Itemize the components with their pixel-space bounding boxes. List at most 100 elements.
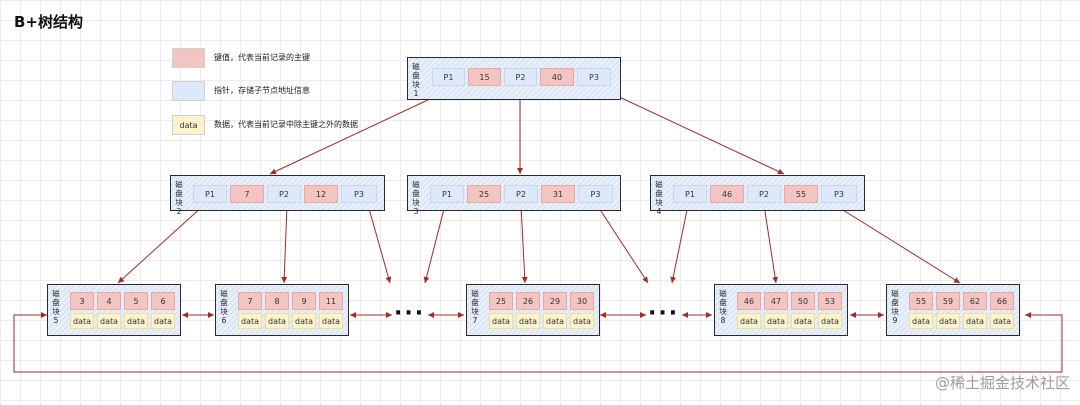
legend-key-text: 键值，代表当前记录的主键	[214, 53, 310, 62]
data-cell: data	[124, 313, 148, 329]
key-cell: 25	[467, 185, 501, 203]
data-cell: data	[292, 313, 316, 329]
key-cell: 29	[543, 292, 567, 310]
data-cell: data	[818, 313, 842, 329]
ellipsis-left: ···	[394, 301, 426, 326]
data-cell: data	[97, 313, 121, 329]
pointer-cell: P3	[577, 68, 611, 86]
key-cell: 8	[265, 292, 289, 310]
key-cell: 5	[124, 292, 148, 310]
key-cell: 62	[963, 292, 987, 310]
legend-pointer-text: 指针，存储子节点地址信息	[214, 86, 310, 95]
key-cell: 59	[936, 292, 960, 310]
key-cell: 40	[540, 68, 574, 86]
key-cell: 46	[710, 185, 744, 203]
pointer-cell: P3	[578, 185, 613, 203]
key-cell: 15	[468, 68, 501, 86]
arrow-b3-p2	[520, 204, 528, 284]
data-cell: data	[238, 313, 262, 329]
arrow-root-p3	[599, 87, 785, 175]
key-cell: 9	[292, 292, 316, 310]
arrow-b4-p2	[763, 204, 779, 284]
key-cell: 26	[516, 292, 540, 310]
key-cell: 47	[764, 292, 788, 310]
key-cell: 46	[737, 292, 761, 310]
pointer-cell: P2	[747, 185, 781, 203]
data-cell: data	[151, 313, 175, 329]
data-cell: data	[319, 313, 343, 329]
key-cell: 7	[230, 185, 264, 203]
key-cell: 3	[70, 292, 94, 310]
arrow-b2-p3	[367, 204, 392, 284]
key-cell: 4	[97, 292, 121, 310]
key-cell: 53	[818, 292, 842, 310]
key-cell: 12	[304, 185, 338, 203]
key-cell: 6	[151, 292, 175, 310]
pointer-cell: P1	[673, 185, 707, 203]
pointer-cell: P3	[821, 185, 857, 203]
key-cell: 30	[570, 292, 594, 310]
data-cell: data	[737, 313, 761, 329]
key-cell: 50	[791, 292, 815, 310]
key-cell: 11	[319, 292, 343, 310]
data-cell: data	[990, 313, 1014, 329]
watermark: @稀土掘金技术社区	[934, 374, 1070, 392]
key-cell: 55	[784, 185, 818, 203]
pointer-cell: P1	[193, 185, 227, 203]
diagram-title: B+树结构	[14, 13, 84, 31]
key-cell: 25	[489, 292, 513, 310]
key-cell: 7	[238, 292, 262, 310]
arrow-b4-p1	[670, 204, 689, 284]
data-cell: data	[516, 313, 540, 329]
data-cell: data	[909, 313, 933, 329]
arrow-root-p1	[269, 97, 433, 175]
data-cell: data	[936, 313, 960, 329]
pointer-cell: P3	[341, 185, 377, 203]
data-cell: data	[963, 313, 987, 329]
data-cell: data	[265, 313, 289, 329]
pointer-cell: P2	[267, 185, 301, 203]
legend-pointer-swatch	[172, 81, 205, 101]
key-cell: 31	[541, 185, 575, 203]
legend-data-swatch: data	[172, 115, 205, 135]
data-cell: data	[764, 313, 788, 329]
data-cell: data	[543, 313, 567, 329]
leaf-loop-left	[13, 312, 540, 373]
key-cell: 55	[909, 292, 933, 310]
ellipsis-right: ···	[648, 301, 680, 326]
data-cell: data	[570, 313, 594, 329]
arrow-b2-p2	[281, 204, 288, 284]
pointer-cell: P1	[430, 185, 464, 203]
arrow-b2-p1	[117, 204, 205, 284]
pointer-cell: P1	[432, 68, 465, 86]
arrow-b3-p3	[596, 204, 649, 284]
data-cell: data	[70, 313, 94, 329]
data-cell: data	[791, 313, 815, 329]
arrow-b4-p3	[834, 204, 961, 284]
leaf-loop-right	[540, 312, 1063, 373]
legend-key-swatch	[172, 48, 205, 68]
pointer-cell: P2	[504, 185, 538, 203]
legend-data-text: 数据，代表当前记录中除主键之外的数据	[214, 120, 358, 129]
data-cell: data	[489, 313, 513, 329]
arrow-b3-p1	[423, 204, 446, 284]
pointer-cell: P2	[504, 68, 537, 86]
key-cell: 66	[990, 292, 1014, 310]
